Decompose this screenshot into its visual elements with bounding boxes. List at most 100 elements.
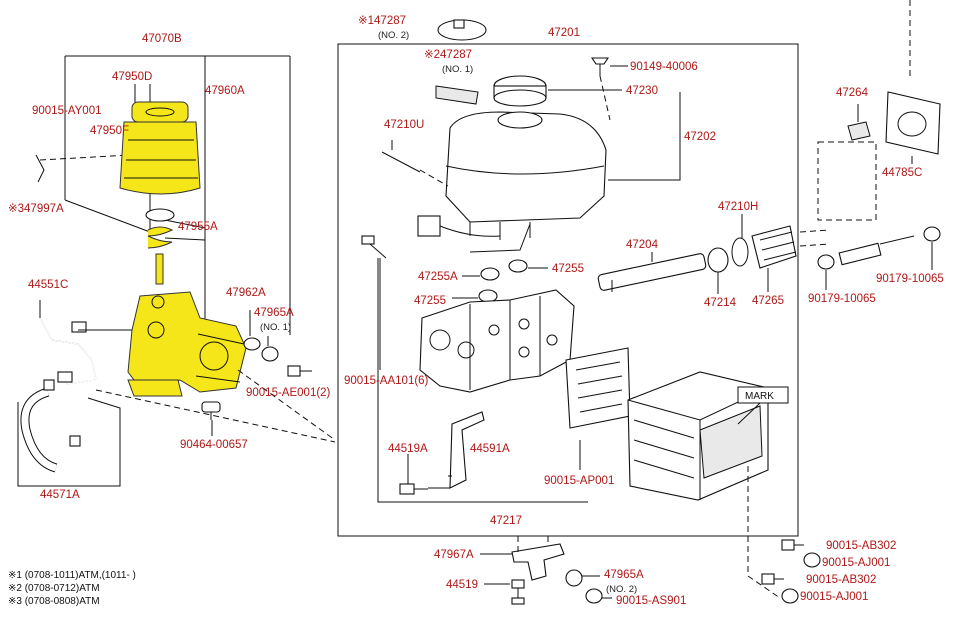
label-47950f[interactable]: 47950F [90,125,129,137]
label-90464[interactable]: 90464-00657 [180,439,248,451]
label-44591a[interactable]: 44591A [470,443,510,455]
label-44519a[interactable]: 44519A [388,443,428,455]
bolt-44519a[interactable] [399,483,428,495]
group-47264-dash [817,141,877,221]
boot-47265[interactable] [751,225,797,269]
connector-47264[interactable] [847,121,871,141]
label-47255a[interactable]: 47255A [418,271,458,283]
label-47965a-no2-sub: (NO. 2) [606,584,637,595]
label-90015-ap001[interactable]: 90015-AP001 [544,475,614,487]
o-ring[interactable] [145,208,175,222]
gasket-plate[interactable] [565,347,631,429]
label-47255-l[interactable]: 47255 [414,295,446,307]
pump-pin[interactable] [155,253,164,285]
label-90149[interactable]: 90149-40006 [630,61,698,73]
nut-90015-aj001-a[interactable] [803,552,821,568]
leader-mark [737,402,761,425]
gasket-47962a[interactable] [243,337,261,351]
label-47965a-no1[interactable]: 47965A [254,307,294,319]
union-bolt-90179-r[interactable] [923,226,941,242]
bolt-90015-aa101[interactable] [361,235,387,259]
bolt-90015-ae001[interactable] [287,365,312,377]
label-47210h[interactable]: 47210H [718,201,758,213]
label-47965a-no2[interactable]: 47965A [604,569,644,581]
hose-44571a[interactable] [20,379,81,473]
label-90015-ab302-a[interactable]: 90015-AB302 [826,540,896,552]
label-90015-ae001[interactable]: 90015-AE001(2) [246,387,331,399]
bolt-44519[interactable] [511,579,525,605]
label-44571a[interactable]: 44571A [40,489,80,501]
cushion-47965a-no1[interactable] [261,346,279,362]
dash-90149 [599,75,611,121]
label-47265[interactable]: 47265 [752,295,784,307]
pin-47210u[interactable] [381,151,421,173]
label-90015-aj001-b[interactable]: 90015-AJ001 [800,591,868,603]
cushion-47965a-no2[interactable] [565,569,583,587]
label-47955a[interactable]: 47955A [178,221,218,233]
label-47204[interactable]: 47204 [626,239,659,251]
seal-47214[interactable] [707,247,729,273]
label-90015-ab302-b[interactable]: 90015-AB302 [806,574,876,586]
bracket-47967a[interactable] [511,543,565,581]
actuator-ecu-block[interactable] [627,371,769,501]
union-bolt-90179-l[interactable] [817,254,835,270]
label-47962a[interactable]: 47962A [226,287,266,299]
label-90179-l[interactable]: 90179-10065 [808,293,876,305]
nut-90015-as901[interactable] [585,588,603,604]
label-44551c[interactable]: 44551C [28,279,68,291]
label-47070b[interactable]: 47070B [142,33,182,45]
label-47201[interactable]: 47201 [548,27,580,39]
grommet-47255a[interactable] [480,267,500,281]
reservoir-47950f[interactable] [119,101,201,195]
label-90015-aa101[interactable]: 90015-AA101(6) [344,375,429,387]
leader-pump-to-frame-b [237,369,336,441]
bolt-90015-ab302-a[interactable] [781,539,804,551]
pipe-44551c[interactable] [39,317,97,385]
leader-44519a [407,454,450,489]
label-47287-no2[interactable]: ※147287 [358,15,406,27]
label-47960a[interactable]: 47960A [205,85,245,97]
leaders-grommets [452,267,548,299]
label-47967a[interactable]: 47967A [434,549,474,561]
screw-90149[interactable] [590,57,610,76]
spring-47955a[interactable] [147,226,174,249]
leaders-bottom [582,575,612,599]
dash-47210u [419,169,449,187]
label-44519[interactable]: 44519 [446,579,478,591]
label-47264[interactable]: 47264 [836,87,869,99]
cap-47230[interactable] [493,75,547,107]
label-47210u[interactable]: 47210U [384,119,424,131]
grommet-47255-l[interactable] [478,289,498,303]
grommet-47255-r[interactable] [508,259,528,273]
reservoir-tank-47202[interactable] [445,111,607,240]
footnote-2: ※2 (0708-0712)ATM [8,583,100,594]
label-47217[interactable]: 47217 [490,515,522,527]
ring-47210h[interactable] [731,237,749,267]
label-47287-no1[interactable]: ※247287 [424,49,472,61]
label-90015-aj001-a[interactable]: 90015-AJ001 [822,557,890,569]
mark-box [737,386,789,404]
gasket-44785c-hole [897,111,927,137]
label-47202[interactable]: 47202 [684,131,716,143]
bolt-90464-00657[interactable] [201,401,221,420]
bolt-90015-ab302-b[interactable] [761,573,784,585]
clip-47997a[interactable] [35,154,45,183]
piston-47204[interactable] [597,253,707,292]
label-47214[interactable]: 47214 [704,297,737,309]
label-47255-r[interactable]: 47255 [552,263,584,275]
sensor-connector[interactable] [417,215,501,237]
label-47230[interactable]: 47230 [626,85,658,97]
union-bolt-90179-a[interactable] [838,235,915,266]
gasket-44785c[interactable] [885,91,941,155]
label-90179-r[interactable]: 90179-10065 [876,273,944,285]
label-44785c[interactable]: 44785C [882,167,922,179]
master-cylinder-body[interactable] [419,289,575,393]
footnote-3: ※3 (0708-0808)ATM [8,596,100,607]
label-90015-ay001[interactable]: 90015-AY001 [32,105,101,117]
pump-motor-assembly[interactable] [127,291,247,397]
nut-90015-aj001-b[interactable] [781,588,799,604]
label-47287-no1[interactable] [435,85,479,105]
label-47997a[interactable]: ※347997A [8,203,64,215]
label-47950d[interactable]: 47950D [112,71,152,83]
label-90015-as901[interactable]: 90015-AS901 [616,595,686,607]
